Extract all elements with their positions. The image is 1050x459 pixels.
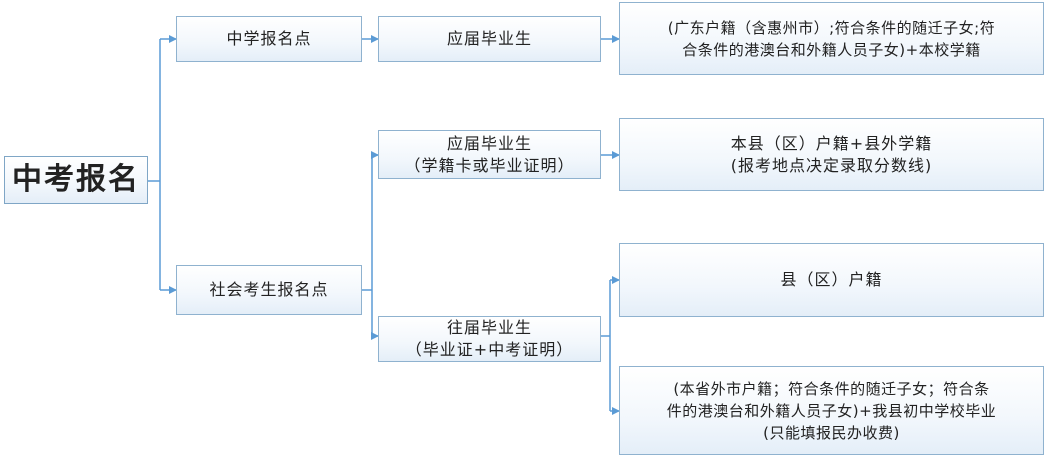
fresh-grad-b-line1: 应届毕业生	[446, 133, 532, 153]
req-d-line1: (本省外市户籍；符合条件的随迁子女；符合条	[673, 379, 990, 398]
fresh-grad-a-label: 应届毕业生	[446, 29, 532, 48]
social-reg-point-node: 社会考生报名点	[176, 265, 362, 315]
req-c-line1: 县（区）户籍	[780, 270, 883, 289]
requirement-node-a: (广东户籍（含惠州市）;符合条件的随迁子女;符 合条件的港澳台和外籍人员子女)+…	[619, 2, 1044, 75]
requirement-node-d: (本省外市户籍；符合条件的随迁子女；符合条 件的港澳台和外籍人员子女)+我县初中…	[619, 366, 1044, 455]
requirement-node-c: 县（区）户籍	[619, 243, 1044, 317]
school-reg-point-node: 中学报名点	[176, 16, 362, 62]
root-node-label: 中考报名	[12, 162, 140, 197]
req-b-line1: 本县（区）户籍+县外学籍	[730, 133, 933, 153]
fresh-grad-node-b: 应届毕业生 （学籍卡或毕业证明）	[378, 130, 601, 179]
fresh-grad-node-a: 应届毕业生	[378, 16, 601, 62]
req-b-line2: (报考地点决定录取分数线)	[730, 155, 933, 175]
root-node: 中考报名	[4, 156, 148, 204]
social-reg-point-label: 社会考生报名点	[209, 280, 329, 299]
prev-grad-line1: 往届毕业生	[446, 318, 532, 337]
requirement-node-b: 本县（区）户籍+县外学籍 (报考地点决定录取分数线)	[619, 118, 1044, 191]
school-reg-point-label: 中学报名点	[226, 29, 312, 48]
prev-grad-line2: （毕业证+中考证明）	[405, 340, 574, 359]
req-d-line3: (只能填报民办收费)	[763, 423, 900, 442]
req-d-line2: 件的港澳台和外籍人员子女)+我县初中学校毕业	[666, 401, 997, 420]
req-a-line2: 合条件的港澳台和外籍人员子女)+本校学籍	[682, 40, 981, 59]
req-a-line1: (广东户籍（含惠州市）;符合条件的随迁子女;符	[667, 18, 996, 37]
fresh-grad-b-line2: （学籍卡或毕业证明）	[404, 155, 575, 175]
prev-grad-node: 往届毕业生 （毕业证+中考证明）	[378, 316, 601, 362]
